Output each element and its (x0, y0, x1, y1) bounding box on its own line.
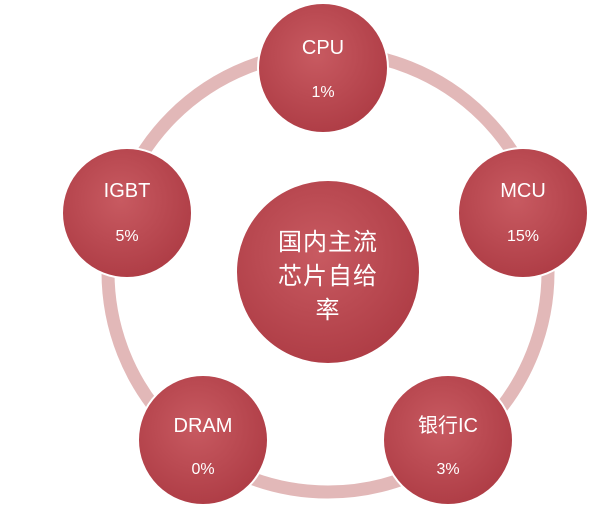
node-mcu-value: 15% (507, 228, 539, 245)
center-label-line-2: 芯片自给 (278, 262, 378, 290)
node-bank-ic-name: 银行IC (418, 414, 478, 437)
node-mcu: MCU 15% (457, 147, 589, 279)
center-circle (235, 179, 421, 365)
center-label-line-1: 国内主流 (278, 228, 378, 256)
node-mcu-name: MCU (500, 180, 546, 202)
node-dram-value: 0% (191, 461, 214, 478)
node-dram-name: DRAM (174, 415, 233, 437)
center-label-line-3: 率 (316, 296, 341, 324)
node-cpu-value: 1% (311, 84, 334, 101)
node-igbt-circle (61, 147, 193, 279)
center-node: 国内主流 芯片自给 率 (235, 179, 421, 365)
node-dram: DRAM 0% (137, 374, 269, 506)
node-bank-ic-value: 3% (436, 461, 459, 478)
node-cpu-circle (257, 2, 389, 134)
node-bank-ic-circle (382, 374, 514, 506)
node-mcu-circle (457, 147, 589, 279)
node-igbt: IGBT 5% (61, 147, 193, 279)
node-cpu-name: CPU (302, 37, 344, 59)
node-dram-circle (137, 374, 269, 506)
node-bank-ic: 银行IC 3% (382, 374, 514, 506)
node-igbt-name: IGBT (104, 180, 151, 202)
node-cpu: CPU 1% (257, 2, 389, 134)
node-igbt-value: 5% (115, 228, 138, 245)
